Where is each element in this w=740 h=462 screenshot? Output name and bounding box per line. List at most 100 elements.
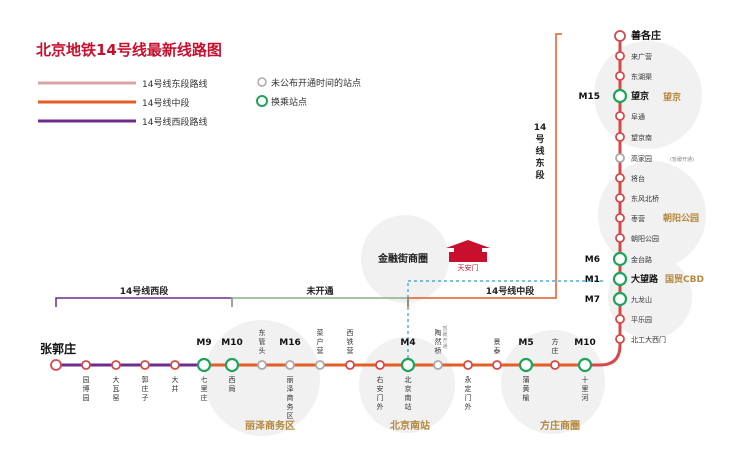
west-station-marker bbox=[81, 360, 91, 370]
middle-station-label-char: 外 bbox=[465, 402, 472, 411]
middle-station-label-char: 十 bbox=[582, 375, 589, 384]
south-station-bubble bbox=[359, 337, 455, 433]
middle-station-label-char: 安 bbox=[377, 384, 384, 393]
middle-station-note-char: 暂 bbox=[442, 325, 447, 332]
west-station-label-char: 瓦 bbox=[113, 385, 120, 393]
east-line-code: M7 bbox=[585, 295, 600, 305]
middle-segment-label: 14号线中段 bbox=[486, 285, 536, 297]
middle-station-label-char: 榆 bbox=[523, 393, 530, 402]
east-station-marker bbox=[612, 251, 628, 267]
east-station-marker bbox=[615, 71, 625, 81]
west-station-marker bbox=[140, 360, 150, 370]
east-segment-label-char: 号 bbox=[535, 134, 544, 145]
legend-transfer-label: 换乘站点 bbox=[271, 96, 307, 108]
chaoyang-park-bubble bbox=[598, 161, 706, 269]
west-station-label: 大瓦窑 bbox=[113, 375, 120, 402]
middle-station-marker bbox=[463, 360, 473, 370]
west-station-label: 郭庄子 bbox=[142, 375, 149, 402]
stations: 张郭庄园博园大瓦窑郭庄子大井七里庄M9西局M10东管头M16丽泽商务区菜户营西铁… bbox=[40, 29, 694, 420]
middle-station-label: 西铁营 bbox=[347, 329, 354, 355]
middle-station-label-char: 定 bbox=[465, 384, 472, 393]
east-station-marker bbox=[615, 193, 625, 203]
middle-station-label-char: 门 bbox=[465, 393, 472, 402]
west-station-label: 西局 bbox=[229, 376, 236, 393]
east-station-marker bbox=[615, 153, 625, 163]
middle-station-note-char: 开 bbox=[442, 338, 447, 344]
middle-station-label-char: 南 bbox=[405, 393, 412, 402]
tiananmen-label: 天安门 bbox=[458, 263, 479, 272]
middle-station-marker bbox=[577, 357, 593, 373]
middle-station-label-char: 方 bbox=[552, 337, 559, 346]
middle-station-marker bbox=[550, 360, 560, 370]
east-station-marker bbox=[615, 233, 625, 243]
west-station-label-char: 大 bbox=[172, 375, 179, 384]
east-station-marker bbox=[615, 132, 625, 142]
west-station-label: 大井 bbox=[172, 375, 179, 393]
east-station-label: 将台 bbox=[631, 174, 645, 183]
west-line-code: M10 bbox=[221, 338, 242, 348]
middle-line-code: M5 bbox=[518, 338, 533, 348]
financial-district-label: 金融街商圈 bbox=[377, 252, 428, 265]
middle-station-label-char: 然 bbox=[435, 337, 442, 346]
west-station-label-char: 郭 bbox=[142, 375, 149, 384]
east-station-marker bbox=[612, 271, 628, 287]
middle-station-label-char: 陶 bbox=[435, 328, 442, 337]
west-station-label-char: 七 bbox=[201, 375, 208, 384]
middle-station-label: 陶然桥 bbox=[435, 328, 442, 355]
legend-unopened-label: 未公布开通时间的站点 bbox=[271, 77, 361, 89]
east-line-code: M6 bbox=[585, 255, 600, 265]
legend-unopened-marker bbox=[257, 77, 267, 87]
middle-station-label-char: 右 bbox=[377, 375, 384, 384]
middle-station-marker bbox=[345, 360, 355, 370]
middle-station-label-char: 庄 bbox=[552, 346, 559, 355]
middle-station-label: 方庄 bbox=[552, 337, 559, 355]
middle-station-label-char: 蒲 bbox=[523, 375, 530, 384]
lize-district-label: 丽泽商务区 bbox=[245, 419, 295, 432]
middle-station-label-char: 管 bbox=[259, 337, 266, 346]
west-terminal-label: 张郭庄 bbox=[40, 341, 76, 356]
west-station-label: 七里庄 bbox=[201, 375, 208, 402]
unopened-segment-label: 未开通 bbox=[305, 285, 333, 297]
middle-station-label-char: 黄 bbox=[523, 384, 530, 393]
west-station-label-char: 西 bbox=[229, 376, 236, 384]
middle-station-label-char: 头 bbox=[259, 346, 266, 355]
middle-line-code: M10 bbox=[574, 338, 595, 348]
middle-station-marker bbox=[518, 357, 534, 373]
dotted-guides bbox=[407, 280, 605, 362]
east-segment-label-char: 东 bbox=[535, 157, 544, 169]
legend-east-label: 14号线东段路线 bbox=[142, 78, 207, 90]
chaoyang-park-district-label: 朝阳公园 bbox=[663, 212, 699, 224]
middle-station-label-char: 北 bbox=[405, 376, 412, 384]
west-station-label-char: 局 bbox=[229, 385, 236, 393]
middle-station-note: 暂缓开通 bbox=[442, 325, 447, 350]
east-station-note: (暂缓开通) bbox=[670, 156, 694, 163]
east-station-marker bbox=[615, 314, 625, 324]
west-station-label-char: 窑 bbox=[113, 393, 120, 402]
east-station-label: 平乐园 bbox=[631, 315, 652, 324]
west-line-code: M9 bbox=[196, 338, 211, 348]
west-bracket bbox=[55, 297, 233, 307]
east-segment-label-char: 线 bbox=[535, 145, 544, 157]
middle-station-label: 菜户营 bbox=[317, 328, 324, 355]
middle-station-marker bbox=[433, 360, 443, 370]
middle-station-marker bbox=[375, 360, 385, 370]
east-track bbox=[585, 36, 622, 367]
west-station-label-char: 子 bbox=[142, 394, 149, 402]
tiananmen-base bbox=[449, 252, 487, 262]
east-station-label: 善各庄 bbox=[631, 29, 661, 42]
fangzhuang-district-label: 方庄商圈 bbox=[540, 419, 580, 432]
middle-station-note-char: 缓 bbox=[442, 331, 447, 338]
east-segment-label-char: 14 bbox=[534, 123, 547, 133]
middle-station-label-char: 营 bbox=[317, 346, 324, 355]
middle-station-label-char: 门 bbox=[377, 393, 384, 402]
middle-station-label-char: 河 bbox=[582, 394, 589, 402]
middle-station-marker bbox=[315, 360, 325, 370]
middle-station-label-char: 丽 bbox=[287, 376, 294, 384]
east-station-label: 阜通 bbox=[631, 112, 645, 121]
middle-station-marker bbox=[400, 357, 416, 373]
middle-station-label: 北京南站 bbox=[405, 376, 412, 411]
